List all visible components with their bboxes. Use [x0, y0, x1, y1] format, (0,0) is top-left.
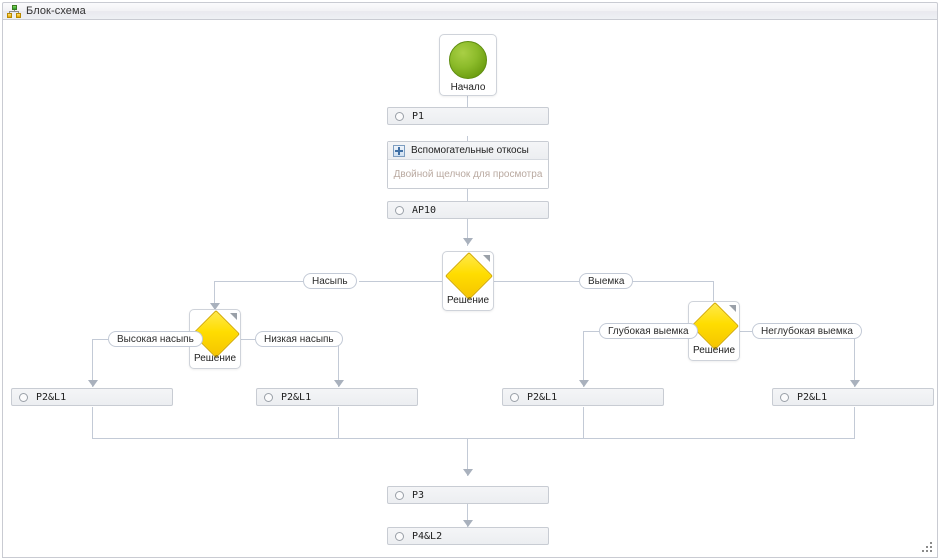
connector-main-right-2 [631, 281, 713, 282]
collapse-corner-icon[interactable] [483, 255, 490, 262]
node-p2l1-a[interactable]: P2&L1 [11, 388, 173, 406]
connector-left-low-1 [241, 339, 255, 340]
node-p2l1-c[interactable]: P2&L1 [502, 388, 664, 406]
process-ring-icon [780, 392, 789, 402]
arrow-bus-p3 [463, 469, 473, 476]
node-start-label: Начало [450, 82, 486, 93]
node-ap10-label: AP10 [412, 204, 437, 216]
edge-label-high-embankment: Высокая насыпь [108, 331, 203, 347]
connector-merge-b [338, 407, 339, 438]
process-ring-icon [395, 531, 404, 541]
green-circle-icon [449, 41, 487, 79]
node-p2l1-b[interactable]: P2&L1 [256, 388, 418, 406]
connector-right-deep-2 [583, 331, 599, 332]
subdiagram-hint: Двойной щелчок для просмотра [393, 168, 543, 180]
connector-sub-ap10 [467, 187, 468, 201]
edge-label-embankment: Насыпь [303, 273, 357, 289]
node-p2l1-d-label: P2&L1 [797, 391, 828, 403]
node-p2l1-d[interactable]: P2&L1 [772, 388, 934, 406]
arrow-main-left [210, 303, 220, 310]
arrow-p3-p4 [463, 520, 473, 527]
connector-main-right-1 [493, 281, 579, 282]
connector-main-left-2 [214, 281, 303, 282]
node-ap10[interactable]: AP10 [387, 201, 549, 219]
connector-left-high-2 [92, 339, 108, 340]
edge-label-low-embankment: Низкая насыпь [255, 331, 343, 347]
node-p2l1-b-label: P2&L1 [281, 391, 312, 403]
arrow-left-low [334, 380, 344, 387]
collapse-corner-icon[interactable] [230, 313, 237, 320]
connector-merge-d [854, 407, 855, 438]
subdiagram-title: Вспомогательные откосы [411, 145, 529, 156]
subdiagram-icon [393, 144, 405, 157]
process-ring-icon [395, 490, 404, 500]
resize-grip-icon[interactable] [920, 540, 932, 552]
node-decision-main[interactable]: Решение [442, 251, 494, 311]
connector-bus-p3 [467, 438, 468, 476]
connector-main-left-1 [359, 281, 443, 282]
connector-left-low-3 [338, 339, 339, 387]
process-ring-icon [510, 392, 519, 402]
connector-ap10-decision [467, 219, 468, 246]
flowchart-canvas[interactable]: Начало P1 Вспомогательные откосы Двойной… [2, 20, 938, 558]
subdiagram-body[interactable]: Двойной щелчок для просмотра [388, 160, 548, 188]
process-ring-icon [264, 392, 273, 402]
edge-label-excavation: Выемка [579, 273, 634, 289]
connector-right-shallow-3 [854, 331, 855, 387]
connector-merge-bus [92, 438, 855, 439]
edge-label-deep-excavation: Глубокая выемка [599, 323, 698, 339]
connector-left-high-3 [92, 339, 93, 387]
node-start[interactable]: Начало [439, 34, 497, 96]
node-p2l1-a-label: P2&L1 [36, 391, 67, 403]
arrow-ap10-decision [463, 238, 473, 245]
connector-start-p1 [467, 96, 468, 115]
connector-main-right-3 [713, 281, 714, 310]
orgchart-icon [7, 4, 21, 18]
node-decision-left-label: Решение [193, 353, 237, 364]
arrow-right-shallow [850, 380, 860, 387]
connector-merge-a [92, 407, 93, 438]
connector-right-deep-3 [583, 331, 584, 387]
process-ring-icon [19, 392, 28, 402]
node-p1-label: P1 [412, 110, 425, 122]
node-p3[interactable]: P3 [387, 486, 549, 504]
window-title: Блок-схема [26, 5, 86, 17]
arrow-right-deep [579, 380, 589, 387]
connector-p3-p4 [467, 504, 468, 529]
node-p1[interactable]: P1 [387, 107, 549, 125]
node-subdiagram[interactable]: Вспомогательные откосы Двойной щелчок дл… [387, 141, 549, 189]
edge-label-shallow-excavation: Неглубокая выемка [752, 323, 862, 339]
node-decision-main-label: Решение [446, 295, 490, 306]
connector-main-left-3 [214, 281, 215, 310]
connector-right-shallow-1 [739, 331, 752, 332]
node-p2l1-c-label: P2&L1 [527, 391, 558, 403]
window-titlebar[interactable]: Блок-схема [2, 2, 938, 20]
arrow-left-high [88, 380, 98, 387]
process-ring-icon [395, 205, 404, 215]
subdiagram-header[interactable]: Вспомогательные откосы [388, 142, 548, 160]
node-p3-label: P3 [412, 489, 425, 501]
connector-merge-c [583, 407, 584, 438]
process-ring-icon [395, 111, 404, 121]
collapse-corner-icon[interactable] [729, 305, 736, 312]
node-decision-right-label: Решение [692, 345, 736, 356]
node-p4l2[interactable]: P4&L2 [387, 527, 549, 545]
node-p4l2-label: P4&L2 [412, 530, 443, 542]
